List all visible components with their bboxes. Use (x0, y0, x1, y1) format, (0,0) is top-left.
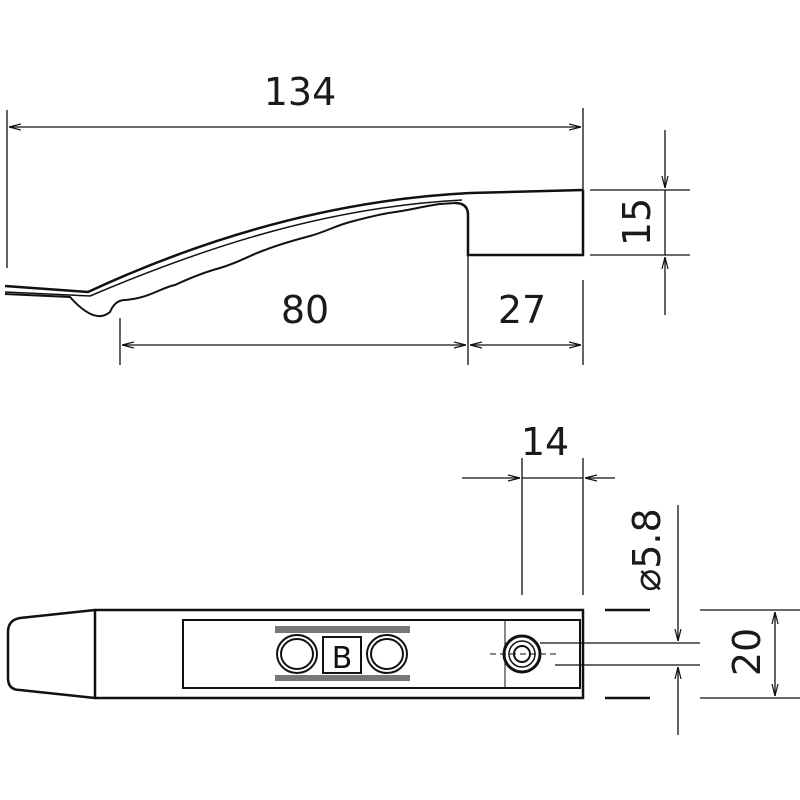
dimension-overall-length: 134 (6, 70, 584, 268)
mounting-hole (490, 634, 560, 674)
clip-profile (4, 188, 585, 317)
logo-letter: B (332, 641, 353, 676)
obo-logo: B (275, 626, 410, 681)
dimension-label-diameter: ⌀5.8 (625, 508, 669, 591)
dimension-label-15: 15 (615, 198, 659, 246)
dimension-label-20: 20 (725, 628, 769, 676)
top-view: B 14 ⌀5.8 (6, 420, 800, 735)
dimension-hole-offset: 14 (462, 420, 615, 595)
dimension-height: 15 (590, 130, 690, 315)
dimension-label-27: 27 (498, 288, 546, 332)
side-view: 134 15 80 27 (4, 70, 690, 365)
dimension-hole-diameter: ⌀5.8 (540, 505, 700, 735)
clip-body (6, 608, 585, 700)
dimension-label-134: 134 (264, 70, 337, 114)
dimension-serrated-and-end: 80 27 (119, 255, 584, 365)
dimension-label-80: 80 (281, 288, 329, 332)
dimension-label-14: 14 (521, 420, 569, 464)
dimension-width: 20 (605, 608, 800, 700)
